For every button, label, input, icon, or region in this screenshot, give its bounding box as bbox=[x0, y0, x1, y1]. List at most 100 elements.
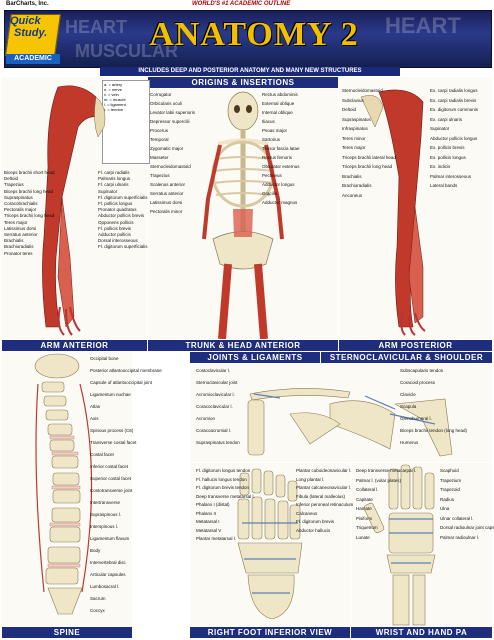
arm-posterior-label: Triceps brachii long head bbox=[342, 164, 393, 169]
tagline: WORLD'S #1 ACADEMIC OUTLINE bbox=[192, 1, 291, 7]
arm-anterior-label: Fl. digitorum superficialis bbox=[98, 244, 148, 250]
logo-badge: ACADEMIC bbox=[6, 54, 60, 64]
legend-entry: a. = artery bbox=[104, 82, 123, 87]
foot-label: Fibula (lateral malleolus) bbox=[296, 493, 346, 499]
arm-posterior-label: Triceps brachii lateral head bbox=[342, 154, 396, 160]
trunk-label: Adductor magnus bbox=[262, 200, 298, 205]
arm-posterior-label: Ex. carpi radialis brevis bbox=[430, 97, 477, 103]
trunk-label: Masseter bbox=[150, 155, 169, 160]
trunk-label: Obturator externus bbox=[262, 164, 300, 169]
foot-label: Plantar metatarsal l. bbox=[196, 536, 237, 541]
arm-anterior-label: Deltoid bbox=[4, 176, 19, 182]
foot-label: Calcaneus bbox=[296, 510, 318, 516]
legend-entry: t. = tendon bbox=[104, 107, 124, 112]
legend-entry: m. = muscle bbox=[104, 97, 126, 102]
arm-anterior-label: Pronator teres bbox=[4, 250, 33, 256]
sterno-label: Coracoacromial l. bbox=[196, 428, 232, 433]
sterno-label: Humerus bbox=[400, 440, 419, 445]
sterno-label: Subscapularis tendon bbox=[400, 368, 444, 373]
sterno-label: Supraspinatus tendon bbox=[196, 440, 240, 445]
wrist-label: Ulna bbox=[440, 506, 450, 511]
trunk-label: External oblique bbox=[262, 101, 295, 106]
arm-anterior-label: Fl. carpi radialis bbox=[98, 170, 130, 175]
arm-posterior-illustration bbox=[360, 89, 426, 336]
sterno-label: Coracoid process bbox=[400, 380, 436, 385]
spine-label: Ligamentum flavum bbox=[90, 536, 130, 541]
trunk-label: Scalenus anterior bbox=[150, 182, 186, 187]
trunk-label: Pectineus bbox=[262, 173, 282, 178]
skeleton-illustration bbox=[202, 91, 284, 339]
spine-label: Superior costal facet bbox=[90, 476, 132, 481]
trunk-label: Sartorius bbox=[262, 137, 281, 142]
wrist-label: Dorsal radioulnar joint capsule bbox=[440, 525, 494, 530]
spine-label: Lumbosacral l. bbox=[90, 584, 120, 589]
sterno-label: Acromion bbox=[196, 416, 216, 421]
sterno-label: Glenohumeral l. bbox=[400, 416, 432, 421]
trunk-label: Psoas major bbox=[262, 128, 288, 133]
spine-label: Atlas bbox=[90, 404, 101, 409]
trunk-label: Temporal bbox=[150, 137, 169, 142]
arm-anterior-label: Palmaris longus bbox=[98, 176, 131, 182]
sterno-label: Sternoclavicular joint bbox=[196, 380, 238, 385]
arm-posterior-label: Ex. pollicis longus bbox=[430, 154, 466, 160]
foot-label: Deep transverse metatarsal l. bbox=[196, 493, 255, 499]
sterno-label: Biceps brachii tendon (long head) bbox=[400, 428, 468, 433]
trunk-label: Adductor longus bbox=[262, 182, 295, 187]
spine-label: Transverse costal facet bbox=[90, 440, 137, 445]
spine-illustration bbox=[34, 353, 93, 615]
arm-anterior-label: Brachialis bbox=[4, 238, 24, 244]
arm-anterior-label: Fl. carpi ulnaris bbox=[98, 182, 129, 188]
foot-label: Phalanx I (distal) bbox=[196, 502, 230, 507]
arm-posterior-label: Lateral bands bbox=[430, 183, 458, 188]
spine-label: Supraspinous l. bbox=[90, 512, 122, 517]
trunk-label: Rectus abdominis bbox=[262, 92, 298, 97]
arm-anterior-illustration bbox=[42, 85, 106, 336]
arm-posterior-label: Palmar interosseous bbox=[430, 173, 472, 179]
trunk-label: Pectoralis minor bbox=[150, 209, 183, 214]
wrist-label: Collateral l. bbox=[356, 487, 379, 492]
arm-anterior-label: Coracobrachialis bbox=[4, 201, 38, 206]
arm-anterior-label: Supraspinatus bbox=[4, 194, 33, 200]
arm-posterior-label: Infraspinatus bbox=[342, 126, 368, 131]
arm-anterior-label: Pronator quadratus bbox=[98, 207, 137, 213]
wrist-label: Palmar l. (volar plates) bbox=[356, 477, 402, 483]
sterno-label: Clavicle bbox=[400, 392, 416, 397]
arm-anterior-label: Serratus anterior bbox=[4, 232, 38, 237]
section-title-arm-posterior: ARM POSTERIOR bbox=[339, 340, 492, 351]
arm-anterior-label: Latissimus dorsi bbox=[4, 225, 37, 231]
section-title-spine: SPINE bbox=[2, 627, 132, 638]
publisher-name: BarCharts, Inc. bbox=[6, 1, 49, 7]
header-ghost-word: HEART bbox=[65, 17, 127, 37]
arm-posterior-label: Ex. indicis bbox=[430, 164, 451, 169]
arm-posterior-label: Sternocleidomastoid bbox=[342, 88, 383, 93]
arm-anterior-label: Supinator bbox=[98, 188, 118, 194]
arm-posterior-label: Deltoid bbox=[342, 107, 357, 112]
foot-label: Metatarsal V bbox=[196, 527, 222, 533]
arm-posterior-label: Brachioradialis bbox=[342, 183, 372, 188]
arm-anterior-label: Abductor pollicis brevis bbox=[98, 213, 145, 219]
foot-label: Plantar cuboideonavicular l. bbox=[296, 468, 352, 473]
wrist-label: Radius bbox=[440, 496, 455, 502]
spine-label: Posterior atlantooccipital membrane bbox=[90, 368, 162, 373]
foot-label: Fl. digitorum longus tendon bbox=[196, 468, 251, 473]
spine-label: Inferior costal facet bbox=[90, 464, 129, 469]
foot-label: Metatarsal I bbox=[196, 519, 220, 524]
arm-anterior-label: Fl. digitorum superficialis bbox=[98, 194, 148, 200]
spine-label: Interspinous l. bbox=[90, 524, 119, 529]
arm-anterior-label: Brachioradialis bbox=[4, 244, 34, 250]
trunk-label: Trapezius bbox=[150, 173, 170, 178]
trunk-label: Serratus anterior bbox=[150, 191, 184, 196]
spine-label: Occipital bone bbox=[90, 356, 119, 361]
arm-posterior-label: Teres major bbox=[342, 145, 366, 150]
trunk-label: Rectus femoris bbox=[262, 155, 293, 160]
trunk-label: Zygomatic major bbox=[150, 146, 184, 151]
wrist-label: Trapezoid bbox=[440, 487, 460, 492]
arm-anterior-label: Teres major bbox=[4, 219, 28, 225]
trunk-label: Levator labii superioris bbox=[150, 110, 196, 115]
wrist-label: Triquetrum bbox=[356, 525, 378, 530]
arm-posterior-label: Ex. pollicis brevis bbox=[430, 145, 465, 150]
wrist-label: Hamate bbox=[356, 506, 372, 511]
arm-posterior-label: Brachialis bbox=[342, 173, 362, 179]
abbreviation-legend: a. = artery n. = nerve v. = vein m. = mu… bbox=[102, 80, 150, 164]
header-banner: HEART MUSCULAR HEART bbox=[4, 10, 492, 68]
